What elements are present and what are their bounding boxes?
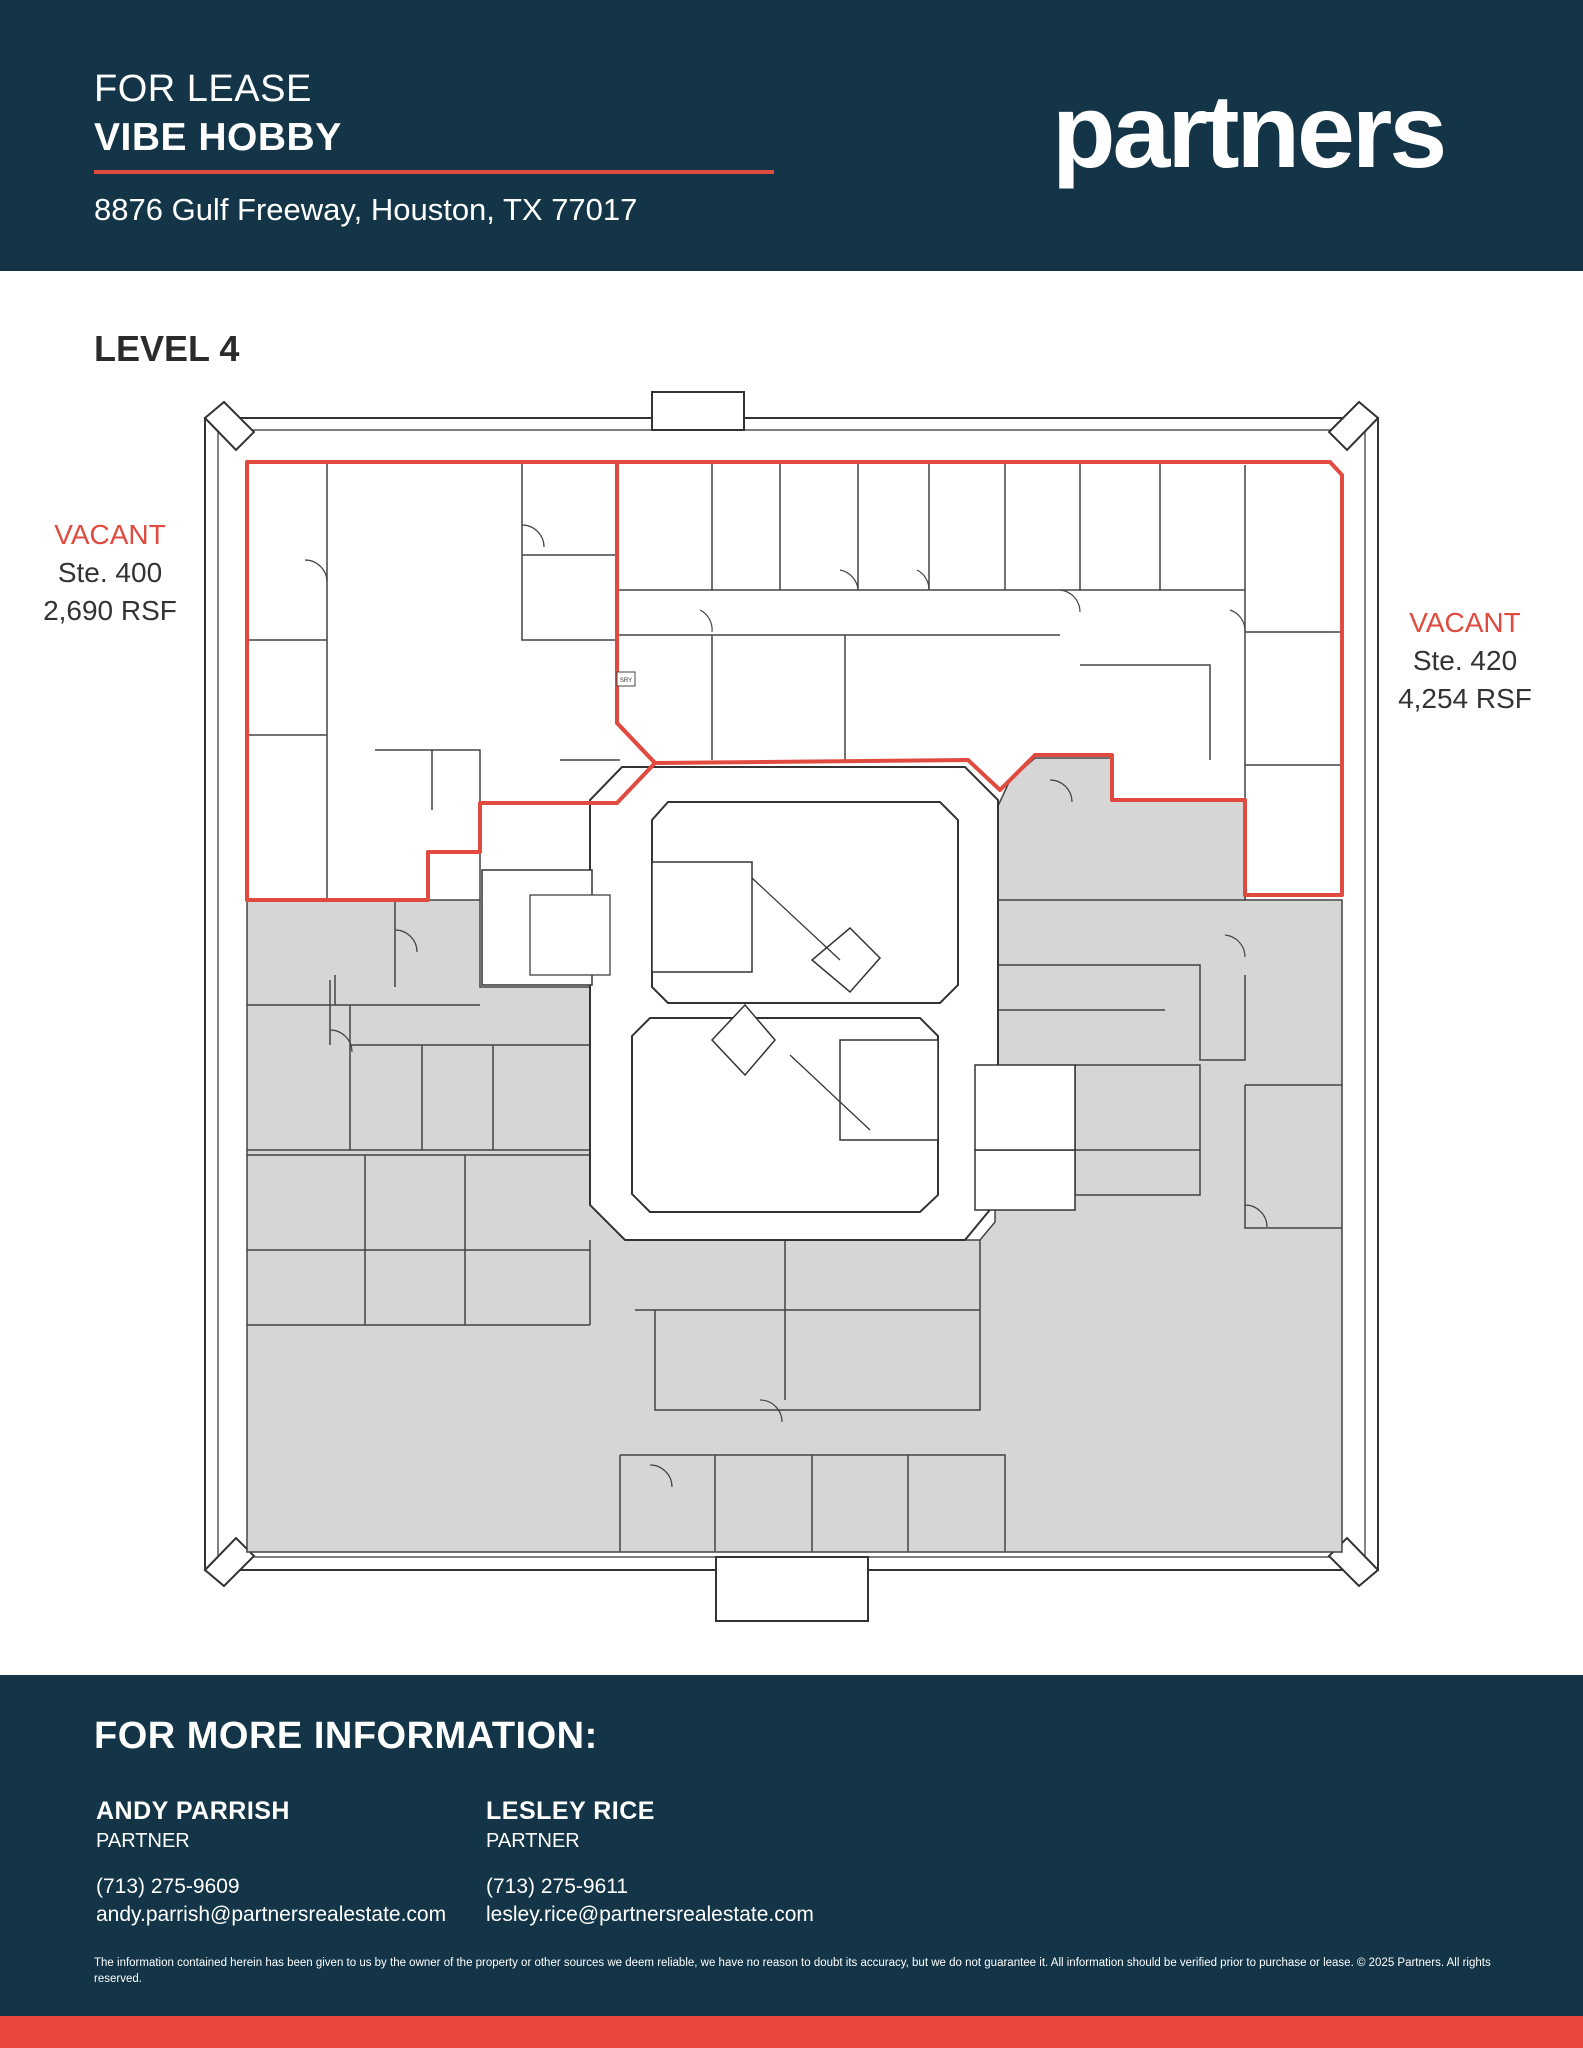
suite-420-area: 4,254 RSF [1398,683,1532,714]
suite-400-status: VACANT [54,519,166,550]
svg-text:SRY: SRY [620,678,632,684]
level-title: LEVEL 4 [94,328,240,369]
interior-walls [247,900,1342,1552]
suite-400-number: Ste. 400 [57,557,163,588]
suite-420-label: VACANT Ste. 420 4,254 RSF [1385,604,1545,718]
storage-room-label: SRY [616,671,636,687]
logo-wordmark: partners [1052,74,1447,190]
partners-logo: partners [1052,80,1492,190]
floor-plan: SRY [203,391,1380,1622]
contact-card-1: ANDY PARRISH PARTNER (713) 275-9609 andy… [96,1797,446,1927]
footer-contact-panel: FOR MORE INFORMATION: ANDY PARRISH PARTN… [0,1675,1583,2048]
occupied-areas [246,757,1343,1553]
legal-disclaimer: The information contained herein has bee… [94,1957,1491,1985]
property-address: 8876 Gulf Freeway, Houston, TX 77017 [94,192,638,227]
suite-420-status: VACANT [1409,607,1521,638]
suite-420-number: Ste. 420 [1412,645,1518,676]
contact-email[interactable]: andy.parrish@partnersrealestate.com [96,1903,447,1926]
contact-role: PARTNER [96,1830,190,1852]
contact-phone[interactable]: (713) 275-9609 [96,1875,240,1898]
contact-name: ANDY PARRISH [96,1797,290,1825]
property-name: VIBE HOBBY [94,116,342,159]
vacant-interior [247,462,1342,900]
contact-name: LESLEY RICE [486,1797,655,1825]
door-swings [304,524,1268,1488]
suite-400-label: VACANT Ste. 400 2,690 RSF [30,516,190,630]
footer-title: FOR MORE INFORMATION: [94,1715,598,1757]
for-lease-label: FOR LEASE [94,68,312,110]
contact-role: PARTNER [486,1830,580,1852]
suite-420-outline [615,460,1344,897]
bottom-accent-strip [0,2016,1583,2048]
header-banner: FOR LEASE VIBE HOBBY 8876 Gulf Freeway, … [0,0,1583,271]
vacant-suite-outlines [245,460,1344,902]
building-outline [203,391,1380,1622]
contact-email[interactable]: lesley.rice@partnersrealestate.com [486,1903,814,1926]
suite-400-area: 2,690 RSF [43,595,177,626]
contact-phone[interactable]: (713) 275-9611 [486,1875,629,1898]
contact-card-2: LESLEY RICE PARTNER (713) 275-9611 lesle… [486,1797,814,1927]
building-core [481,766,1076,1241]
header-divider [94,170,774,174]
